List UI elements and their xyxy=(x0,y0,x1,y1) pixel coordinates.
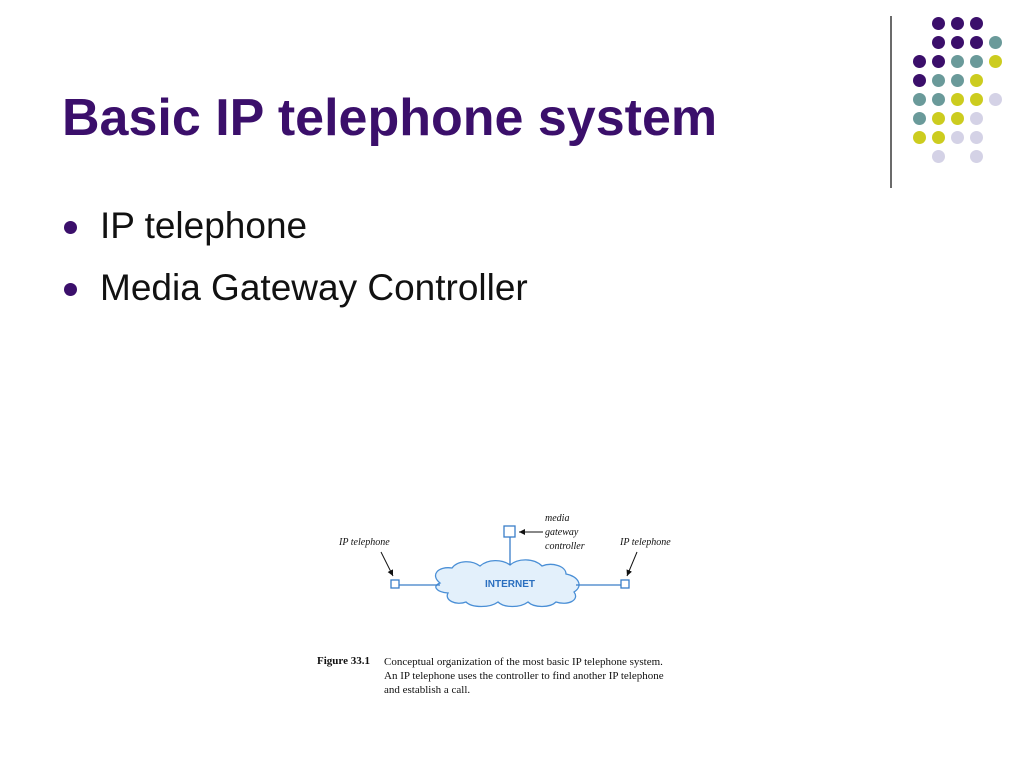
bullet-text: IP telephone xyxy=(100,205,308,246)
bullet-ip-telephone: IP telephone xyxy=(62,200,528,262)
divider-line xyxy=(890,16,892,188)
label-internet: INTERNET xyxy=(485,579,535,590)
decorative-dot xyxy=(913,74,926,87)
decorative-dot xyxy=(989,93,1002,106)
decorative-dot xyxy=(970,93,983,106)
decorative-dot xyxy=(951,93,964,106)
decorative-dot xyxy=(951,17,964,30)
decorative-dot xyxy=(951,131,964,144)
label-controller-line-2: gateway xyxy=(545,527,579,538)
decorative-dot xyxy=(989,55,1002,68)
decorative-dot xyxy=(970,17,983,30)
figure-caption-text: Conceptual organization of the most basi… xyxy=(384,655,714,697)
decorative-dot xyxy=(932,17,945,30)
decorative-dot xyxy=(970,55,983,68)
decorative-dot xyxy=(932,112,945,125)
decorative-dot xyxy=(932,55,945,68)
bullet-dot-icon xyxy=(64,221,77,234)
decorative-dot xyxy=(932,150,945,163)
arrow-left xyxy=(380,551,394,577)
decorative-dot xyxy=(913,131,926,144)
decorative-dot xyxy=(913,112,926,125)
caption-line: An IP telephone uses the controller to f… xyxy=(384,670,664,682)
slide-title: Basic IP telephone system xyxy=(62,89,718,147)
decorative-dot xyxy=(970,150,983,163)
controller-node xyxy=(503,525,516,538)
decorative-dot xyxy=(913,93,926,106)
bullet-list: IP telephone Media Gateway Controller xyxy=(62,200,528,324)
decorative-dot xyxy=(932,131,945,144)
decorative-dot xyxy=(932,74,945,87)
decorative-dot xyxy=(970,36,983,49)
decorative-dot xyxy=(951,36,964,49)
decorative-dot xyxy=(989,36,1002,49)
label-controller-line-3: controller xyxy=(545,541,585,552)
decorative-dot xyxy=(913,55,926,68)
bullet-media-gateway-controller: Media Gateway Controller xyxy=(62,262,528,324)
decorative-dot xyxy=(932,93,945,106)
decorative-dot xyxy=(932,36,945,49)
arrow-right xyxy=(626,551,638,577)
decorative-dot xyxy=(951,74,964,87)
ip-telephone-left-node xyxy=(390,579,400,589)
label-ip-telephone-left: IP telephone xyxy=(338,537,390,548)
decorative-dot xyxy=(970,112,983,125)
decorative-dot xyxy=(970,131,983,144)
bullet-text: Media Gateway Controller xyxy=(100,267,528,308)
internet-cloud xyxy=(435,559,580,608)
caption-line: Conceptual organization of the most basi… xyxy=(384,656,663,668)
label-controller-line-1: media xyxy=(545,513,569,524)
figure-caption-label: Figure 33.1 xyxy=(317,655,370,667)
caption-line: and establish a call. xyxy=(384,684,471,696)
decorative-dot xyxy=(951,55,964,68)
ip-telephone-right-node xyxy=(620,579,630,589)
decorative-dot xyxy=(970,74,983,87)
label-ip-telephone-right: IP telephone xyxy=(619,537,671,548)
decorative-dot xyxy=(951,112,964,125)
bullet-dot-icon xyxy=(64,283,77,296)
